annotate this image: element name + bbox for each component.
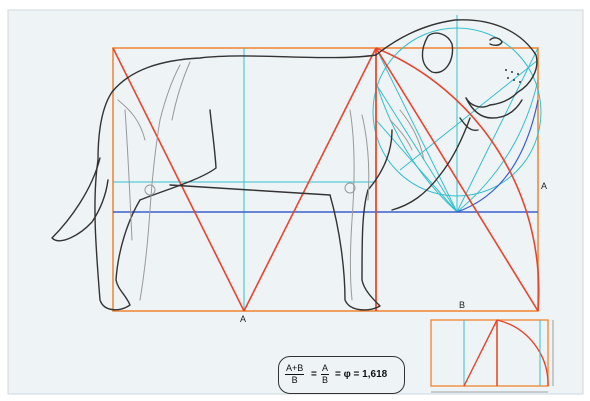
label-b-bottom: B xyxy=(459,300,465,310)
fraction-a-over-b: A B xyxy=(321,363,329,386)
golden-ratio-formula: A+B B = A B = φ = 1,618 xyxy=(278,356,405,394)
label-a-bottom: A xyxy=(240,314,246,324)
fraction1-denominator: B xyxy=(285,375,304,386)
fraction2-numerator: A xyxy=(321,363,329,375)
phi-value: = φ = 1,618 xyxy=(335,369,387,380)
fraction1-numerator: A+B xyxy=(285,363,304,375)
equals-sign: = xyxy=(311,369,317,380)
fraction2-denominator: B xyxy=(321,375,329,386)
label-a-right: A xyxy=(541,181,547,191)
fraction-a-plus-b-over-b: A+B B xyxy=(285,363,304,386)
